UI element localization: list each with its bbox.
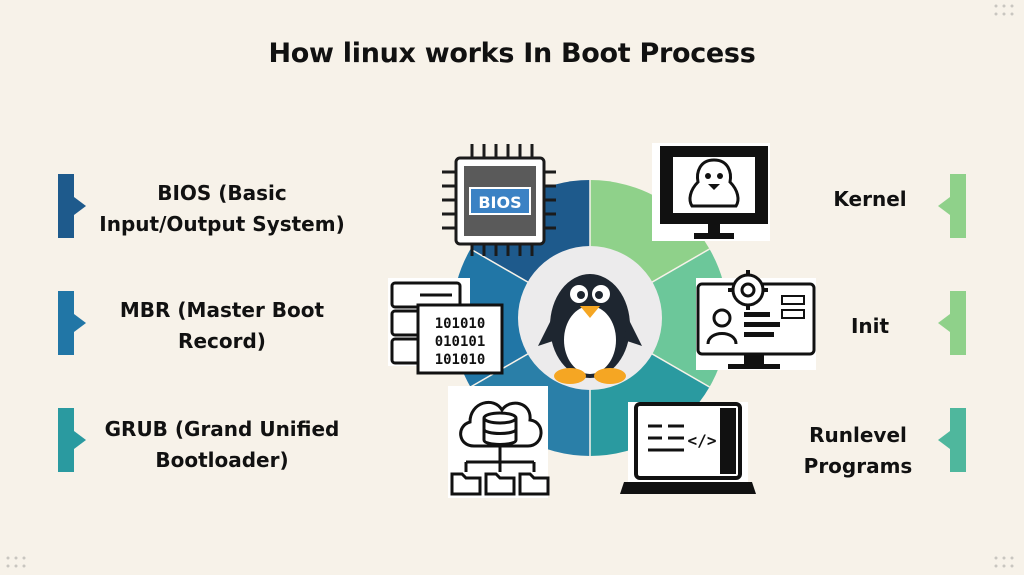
corner-dots-bottom-right <box>994 556 1014 568</box>
label-bios: BIOS (Basic Input/Output System) <box>99 181 345 236</box>
binary-line-2: 010101 <box>435 334 486 350</box>
label-mbr: MBR (Master Boot Record) <box>119 298 325 353</box>
binary-line-3: 101010 <box>435 352 486 368</box>
corner-dots-top-right <box>994 4 1014 16</box>
label-kernel: Kernel <box>833 187 907 211</box>
grub-cloud-database-icon <box>448 386 550 498</box>
kernel-monitor-icon <box>652 143 770 241</box>
label-runlevel: Runlevel Programs <box>803 423 913 478</box>
right-marker-kernel <box>938 174 966 238</box>
right-marker-runlevel <box>938 408 966 472</box>
runlevel-laptop-icon <box>620 402 756 494</box>
right-marker-init <box>938 291 966 355</box>
init-settings-icon <box>696 270 816 370</box>
left-marker-mbr <box>58 291 86 355</box>
mbr-server-icon <box>388 278 504 375</box>
left-marker-bios <box>58 174 86 238</box>
code-tag: </> <box>688 431 717 450</box>
penguin-icon <box>538 274 642 384</box>
binary-line-1: 101010 <box>435 316 486 332</box>
label-grub: GRUB (Grand Unified Bootloader) <box>104 417 340 472</box>
page-title: How linux works In Boot Process <box>268 38 756 69</box>
bios-chip-text: BIOS <box>478 193 521 212</box>
label-init: Init <box>850 314 890 338</box>
corner-dots-bottom-left <box>6 556 26 568</box>
left-marker-grub <box>58 408 86 472</box>
bios-chip-icon <box>442 144 556 256</box>
